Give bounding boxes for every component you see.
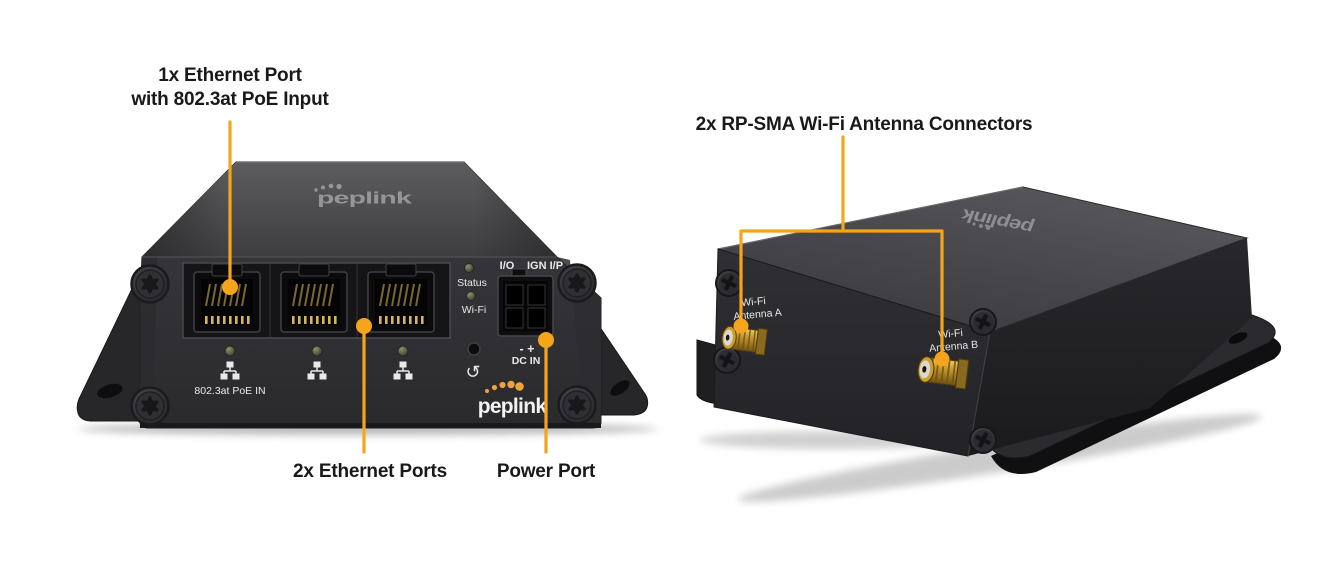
top-logo-text: peplink <box>317 188 412 207</box>
left-mounting-wing <box>76 267 149 422</box>
callout-dot-antenna-b <box>934 351 950 367</box>
side-top-highlight <box>717 186 1024 250</box>
annotation-ethernet-ports: 2x Ethernet Ports <box>293 461 447 482</box>
torx-screw-top-left <box>130 264 170 304</box>
torx-screw-bottom-right <box>557 385 597 425</box>
reset-control: ↺ <box>465 342 481 382</box>
front-logo-text: peplink <box>478 395 548 418</box>
status-label: Status <box>457 277 487 289</box>
callout-lines <box>228 120 944 454</box>
annotation-antennas: 2x RP-SMA Wi-Fi Antenna Connectors <box>696 114 1033 135</box>
device-top-face-shading <box>142 162 557 257</box>
reset-pinhole <box>467 342 481 356</box>
callout-dot-poe-port <box>222 279 238 295</box>
power-port-block: I/O IGN I/P - + DC IN <box>497 260 563 367</box>
annotation-power-port: Power Port <box>497 461 596 482</box>
callout-dot-antenna-a <box>733 318 749 334</box>
torx-screw-top-right <box>557 263 597 303</box>
logo-dots <box>485 380 524 393</box>
ethernet-port-3 <box>367 263 435 333</box>
antenna-a: Wi-Fi Antenna A <box>733 295 782 323</box>
wifi-label: Wi-Fi <box>462 304 487 316</box>
side-right-face <box>968 238 1252 456</box>
phillips-screw-tab <box>713 346 741 374</box>
status-leds: Status Wi-Fi <box>457 263 487 316</box>
phillips-screw-fold-bottom <box>969 426 997 454</box>
port-indicators: 802.3at PoE IN <box>194 345 414 397</box>
port1-led <box>224 345 236 357</box>
top-face-brand-logo: peplink <box>314 183 413 207</box>
annotation-poe-port-line2: with 802.3at PoE Input <box>130 89 329 110</box>
io-label: I/O <box>500 260 515 272</box>
callout-dots <box>222 279 950 367</box>
phillips-screw-front-top <box>715 269 743 297</box>
base-edge <box>140 423 601 428</box>
side-view-device: peplink Wi-Fi Antenna A Wi-Fi Antenna B <box>696 186 1282 474</box>
ethernet-port-poe <box>193 263 261 333</box>
callout-dot-power-port <box>538 332 554 348</box>
callout-bracket-antennas <box>739 135 944 361</box>
ign-label: IGN I/P <box>527 260 563 272</box>
antenna-a-label-line1: Wi-Fi <box>741 295 766 309</box>
reset-icon: ↺ <box>465 362 480 382</box>
annotation-poe-port-line1: 1x Ethernet Port <box>158 65 302 86</box>
annotation-texts: 1x Ethernet Port with 802.3at PoE Input … <box>130 65 1032 482</box>
antenna-a-label-line2: Antenna A <box>733 307 782 323</box>
front-view-device: peplink 802.3at PoE IN Status Wi-Fi <box>76 161 649 429</box>
dc-in-label: DC IN <box>512 355 541 367</box>
flange-hole-1 <box>1228 332 1248 344</box>
torx-screw-bottom-left <box>130 386 170 426</box>
right-bevel-facet <box>557 257 601 428</box>
ethernet-port-panel <box>182 262 451 339</box>
antenna-b-label-line1: Wi-Fi <box>938 327 963 341</box>
poe-in-label: 802.3at PoE IN <box>194 385 265 397</box>
wifi-led <box>466 291 476 301</box>
port3-led <box>397 345 409 357</box>
right-wing-screw-hole <box>610 380 630 396</box>
callout-dot-ethernet-ports <box>356 318 372 334</box>
port2-led <box>311 345 323 357</box>
polarity-label: - + <box>520 342 535 356</box>
ethernet-port-2 <box>280 263 348 333</box>
phillips-screw-fold-top <box>969 308 997 336</box>
front-brand-logo: peplink <box>478 380 548 418</box>
left-wing-screw-hole <box>97 383 123 399</box>
status-led <box>464 263 474 273</box>
